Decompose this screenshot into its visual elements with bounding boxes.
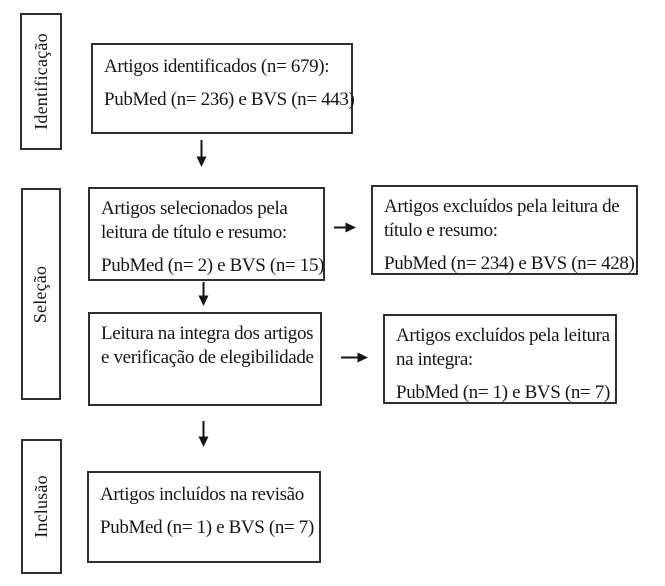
box-identified-articles: Artigos identificados (n= 679): PubMed (… [91, 43, 355, 134]
arrow-down-identified-to-selected-icon [196, 140, 207, 167]
included-review-counts: PubMed (n= 1) e BVS (n= 7) [100, 517, 314, 538]
stage-label-inclusao-text: Inclusão [31, 475, 51, 538]
arrow-down-fulltext-to-included-icon [198, 421, 209, 447]
selected-articles-heading: Artigos selecionados pela leitura de tít… [101, 198, 288, 243]
arrow-right-fulltext-to-excluded-icon [341, 352, 368, 363]
stage-label-inclusao: Inclusão [21, 439, 62, 574]
box-included-in-review: Artigos incluídos na revisão PubMed (n= … [87, 471, 321, 563]
fulltext-eligibility-text: Leitura na integra dos artigos e verific… [101, 323, 314, 368]
identified-articles-heading: Artigos identificados (n= 679): [104, 56, 330, 77]
excluded-fulltext-counts: PubMed (n= 1) e BVS (n= 7) [396, 382, 610, 403]
arrow-right-selected-to-excluded-icon [334, 222, 356, 233]
identified-articles-counts: PubMed (n= 236) e BVS (n= 443) [104, 89, 355, 110]
stage-label-selecao: Seleção [21, 188, 61, 400]
excluded-fulltext-heading: Artigos excluídos pela leitura na integr… [396, 325, 610, 370]
stage-label-identificacao-text: Identificação [30, 33, 51, 130]
box-fulltext-eligibility: Leitura na integra dos artigos e verific… [88, 312, 322, 406]
box-excluded-by-fulltext: Artigos excluídos pela leitura na integr… [383, 314, 617, 404]
arrow-down-selected-to-fulltext-icon [198, 282, 209, 306]
excluded-title-counts: PubMed (n= 234) e BVS (n= 428) [384, 253, 635, 274]
selected-articles-counts: PubMed (n= 2) e BVS (n= 15) [101, 255, 325, 276]
stage-label-identificacao: Identificação [20, 13, 62, 150]
box-selected-articles: Artigos selecionados pela leitura de tít… [88, 187, 325, 281]
included-review-heading: Artigos incluídos na revisão [100, 484, 304, 505]
stage-label-selecao-text: Seleção [30, 265, 51, 323]
box-excluded-by-title-abstract: Artigos excluídos pela leitura de título… [371, 185, 638, 275]
excluded-title-heading: Artigos excluídos pela leitura de título… [384, 196, 620, 241]
